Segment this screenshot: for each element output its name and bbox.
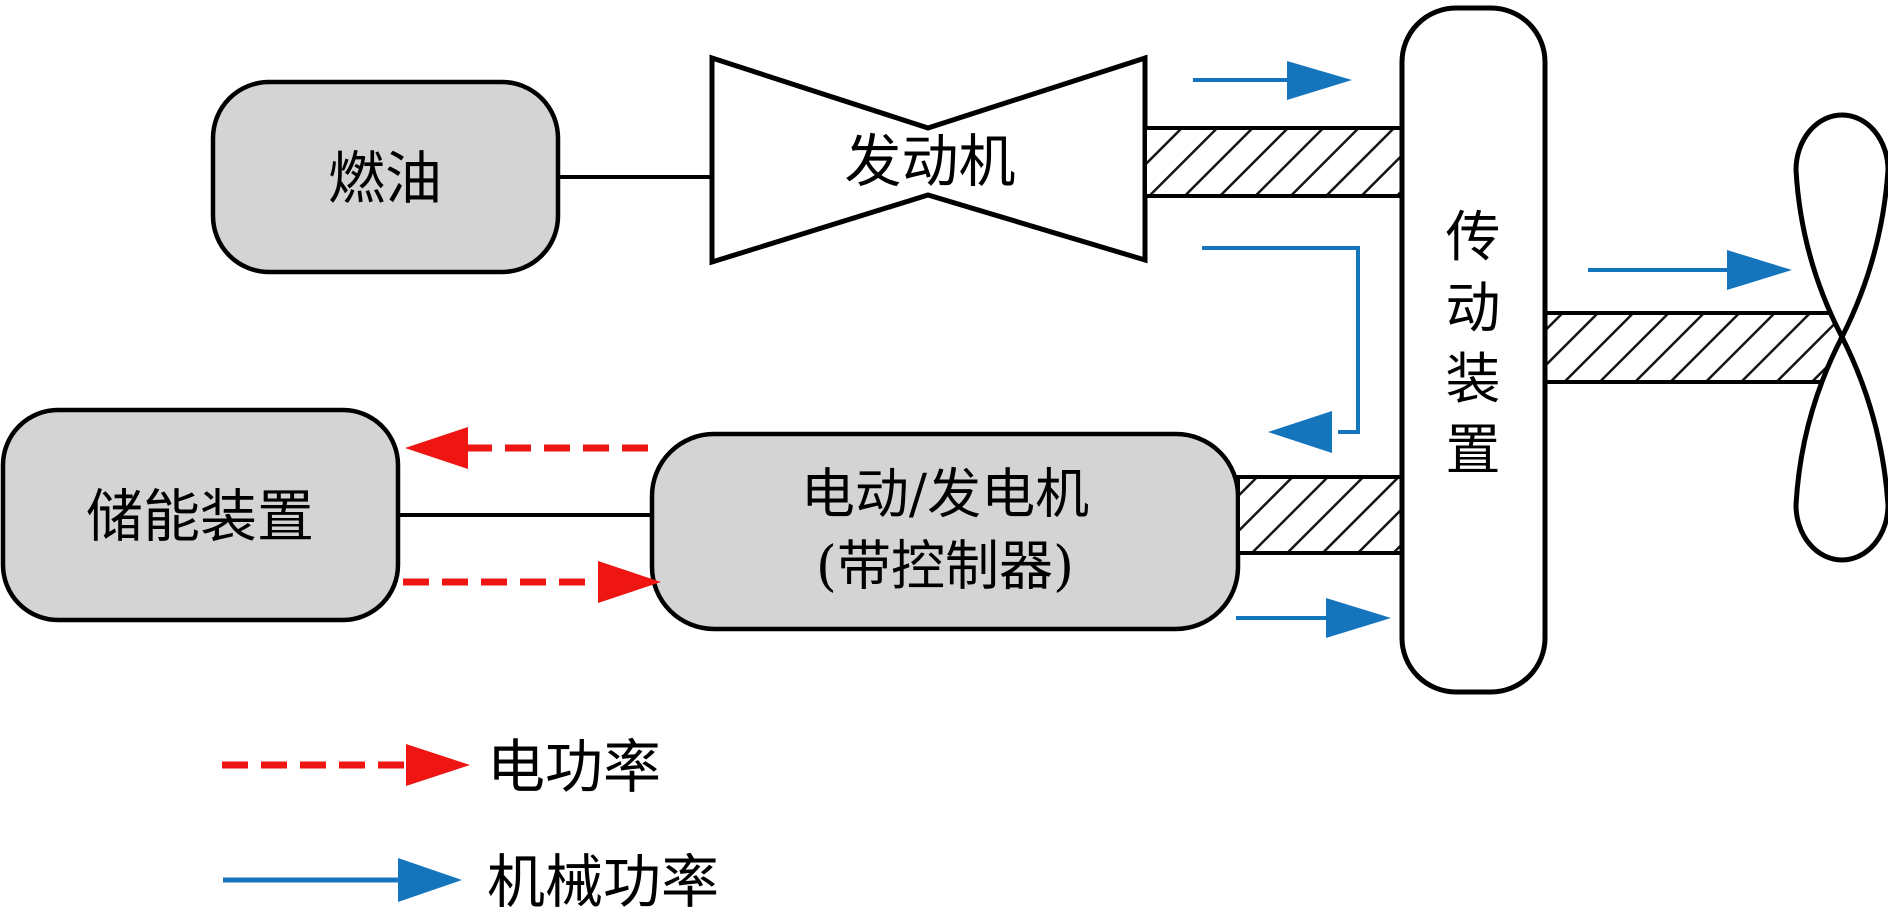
transmission-label-char2: 动: [1445, 276, 1500, 340]
electric-arrow-storage-to-motor: [403, 561, 661, 603]
engine-node: [709, 54, 1148, 266]
electric-arrow-motor-to-storage: [405, 427, 650, 469]
motor-generator-label-line1: 电动/发电机: [801, 463, 1089, 526]
motor-generator-label-line2: (带控制器): [816, 535, 1074, 598]
transmission-label-char4: 置: [1445, 418, 1500, 482]
propeller-top-blade: [1793, 112, 1888, 340]
transmission-label-char3: 装: [1445, 347, 1500, 411]
mech-arrow-transmission-to-propeller: [1588, 250, 1792, 290]
transmission-label-char1: 传: [1445, 205, 1500, 269]
shaft-engine-transmission: [1143, 126, 1404, 198]
propeller-icon: [1793, 112, 1888, 563]
legend-mechanical-label: 机械功率: [487, 848, 719, 916]
shaft-transmission-propeller: [1543, 311, 1843, 384]
storage-label: 储能装置: [86, 484, 314, 550]
fuel-label: 燃油: [328, 146, 442, 212]
legend: 电功率 机械功率: [222, 733, 719, 916]
mech-arrow-engine-to-transmission: [1193, 61, 1352, 100]
legend-electric-arrow: [222, 744, 470, 786]
mech-arrow-motor-to-transmission: [1236, 598, 1391, 638]
legend-electric-label: 电功率: [487, 733, 661, 801]
propeller-bottom-blade: [1793, 334, 1888, 563]
engine-label: 发动机: [845, 129, 1016, 195]
legend-mechanical-arrow: [223, 858, 462, 902]
mech-elbow-arrow-transmission-to-motor: [1202, 246, 1360, 453]
shaft-motor-transmission: [1236, 475, 1404, 555]
transmission-node: [1399, 5, 1548, 695]
